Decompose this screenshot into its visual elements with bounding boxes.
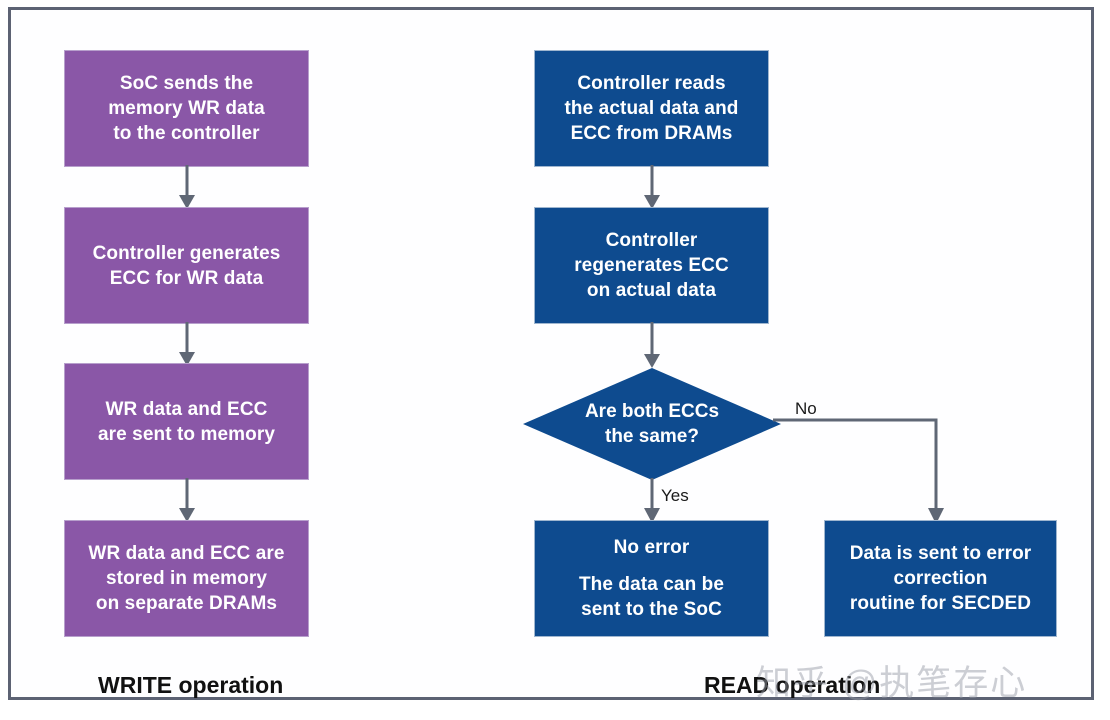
node-line: are sent to memory	[97, 423, 276, 445]
node-line: No error	[613, 537, 690, 558]
node-line: to the controller	[113, 123, 260, 144]
node-line: Controller generates	[92, 242, 281, 264]
node-line: WR data and ECC are	[88, 543, 285, 564]
arrow-sent-to-stored	[179, 478, 195, 522]
arrow-generate-to-sent	[179, 322, 195, 366]
node-line: routine for SECDED	[849, 593, 1032, 614]
node-line: on actual data	[586, 280, 717, 301]
node-line: Controller	[605, 230, 698, 251]
node-error-correction: Data is sent to error correction routine…	[825, 521, 1056, 636]
node-controller-reads-data: Controller reads the actual data and ECC…	[535, 51, 768, 166]
watermark: 知乎 @执笔存心	[756, 664, 1028, 703]
label-write-operation: WRITE operation	[98, 672, 284, 698]
node-line: on separate DRAMs	[95, 593, 278, 614]
node-line: memory WR data	[108, 98, 265, 119]
arrow-regenerates-to-decision	[644, 322, 660, 368]
edge-label-no: No	[795, 399, 817, 418]
node-wr-data-ecc-stored: WR data and ECC are stored in memory on …	[65, 521, 308, 636]
node-no-error: No error The data can be sent to the SoC	[535, 521, 768, 636]
node-line: correction	[893, 568, 988, 589]
node-line: ECC for WR data	[109, 267, 264, 289]
node-controller-generates-ecc: Controller generates ECC for WR data	[65, 208, 308, 323]
arrow-reads-to-regenerates	[644, 165, 660, 209]
node-line: WR data and ECC	[105, 398, 268, 420]
node-line: stored in memory	[105, 568, 268, 589]
arrow-soc-to-generate	[179, 165, 195, 209]
node-line: sent to the SoC	[581, 599, 722, 620]
node-wr-data-ecc-sent: WR data and ECC are sent to memory	[65, 364, 308, 479]
arrow-decision-yes	[644, 478, 660, 523]
node-soc-sends-wr-data: SoC sends the memory WR data to the cont…	[65, 51, 308, 166]
diagram-frame: SoC sends the memory WR data to the cont…	[8, 7, 1094, 703]
node-line: SoC sends the	[119, 73, 254, 94]
node-line: Controller reads	[577, 73, 726, 94]
arrow-decision-no	[773, 418, 944, 524]
node-controller-regenerates-ecc: Controller regenerates ECC on actual dat…	[535, 208, 768, 323]
node-line: ECC from DRAMs	[570, 123, 733, 144]
node-line: Data is sent to error	[849, 543, 1032, 564]
edge-label-yes: Yes	[661, 486, 689, 505]
label-read-operation: READ operation	[704, 672, 881, 698]
node-line: The data can be	[578, 574, 725, 595]
node-line: the actual data and	[564, 98, 739, 119]
node-are-both-eccs-same: Are both ECCs the same?	[523, 368, 781, 480]
node-line: regenerates ECC	[574, 255, 729, 276]
